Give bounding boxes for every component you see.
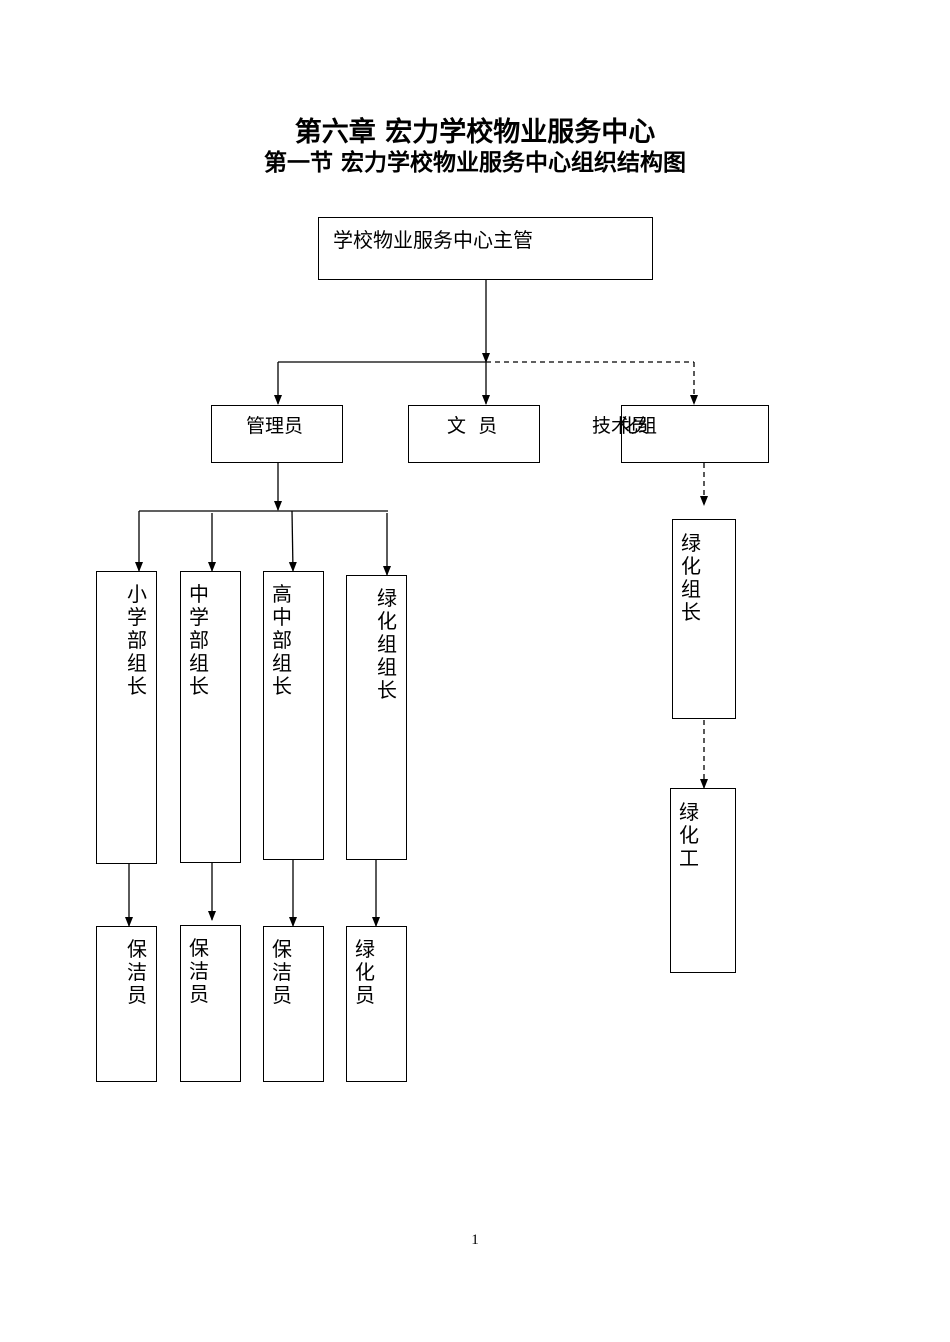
root-label: 学校物业服务中心主管 xyxy=(333,228,533,252)
clerk-label: 文 员 xyxy=(447,415,498,437)
tech-greening-leader-label: 绿化组长 xyxy=(681,531,701,624)
tech-greening-leader-box xyxy=(672,519,736,719)
high-staff-box xyxy=(263,926,324,1082)
admin-label: 管理员 xyxy=(246,415,304,437)
clerk-box xyxy=(408,405,540,463)
page-number: 1 xyxy=(471,1232,479,1248)
primary-leader-box xyxy=(96,571,157,864)
greening-staff-label: 绿化员 xyxy=(355,937,375,1007)
greening-worker-box xyxy=(670,788,736,973)
tech-box xyxy=(621,405,769,463)
high-leader-box xyxy=(263,571,324,860)
tech-overlap-label: 化组 xyxy=(619,415,658,437)
chapter-title: 第六章 宏力学校物业服务中心 xyxy=(294,117,656,148)
primary-staff-label: 保洁员 xyxy=(127,937,147,1007)
greening-leader-box xyxy=(346,575,407,860)
section-title: 第一节 宏力学校物业服务中心组织结构图 xyxy=(263,150,686,176)
high-leader-label: 高中部组长 xyxy=(272,582,292,698)
middle-leader-label: 中学部组长 xyxy=(189,582,209,698)
greening-staff-box xyxy=(346,926,407,1082)
connector-to-high-leader xyxy=(288,510,297,572)
admin-box xyxy=(211,405,343,463)
greening-worker-label: 绿化工 xyxy=(679,800,699,870)
tech-label: 技术员 xyxy=(592,415,650,437)
root-box xyxy=(318,217,653,280)
middle-staff-box xyxy=(180,925,241,1082)
middle-staff-label: 保洁员 xyxy=(189,936,209,1006)
middle-leader-box xyxy=(180,571,241,863)
primary-staff-box xyxy=(96,926,157,1082)
primary-leader-label: 小学部组长 xyxy=(127,582,147,698)
high-staff-label: 保洁员 xyxy=(272,937,292,1007)
greening-leader-label: 绿化组组长 xyxy=(377,586,397,702)
